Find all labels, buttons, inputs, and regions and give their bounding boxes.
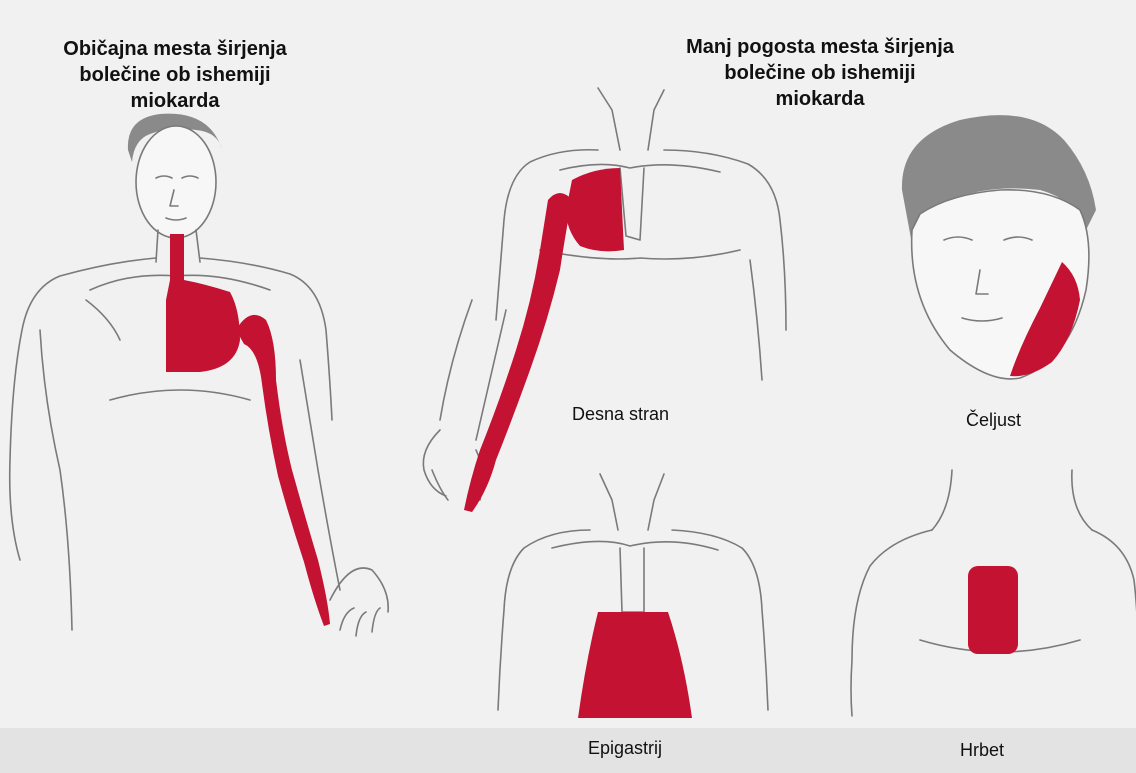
heading-common-line-2: bolečine ob ishemiji [30, 62, 320, 88]
pain-region-right-arm [464, 193, 572, 512]
label-right-side: Desna stran [572, 404, 669, 425]
heading-common-line-3: miokarda [30, 88, 320, 114]
label-jaw: Čeljust [966, 410, 1021, 431]
pain-region-back [968, 566, 1018, 654]
heading-less-common-line-2: bolečine ob ishemiji [640, 60, 1000, 86]
figure1-head [128, 114, 222, 238]
figure-back [851, 470, 1136, 716]
label-epigastric: Epigastrij [588, 738, 662, 759]
heading-common-line-1: Običajna mesta širjenja [30, 36, 320, 62]
figure-right-side [423, 88, 786, 512]
pain-region-chest-neck [166, 234, 240, 372]
heading-less-common-line-3: miokarda [640, 86, 1000, 112]
heading-less-common-sites: Manj pogosta mesta širjenja bolečine ob … [640, 34, 1000, 112]
figure-jaw [902, 115, 1096, 379]
figure-common-radiation [10, 114, 388, 636]
pain-region-right-chest [566, 168, 624, 251]
pain-region-epigastric [578, 612, 692, 718]
figure-epigastric [498, 474, 768, 718]
heading-common-sites: Običajna mesta širjenja bolečine ob ishe… [30, 36, 320, 114]
heading-less-common-line-1: Manj pogosta mesta širjenja [640, 34, 1000, 60]
pain-region-left-arm [236, 315, 330, 626]
label-back: Hrbet [960, 740, 1004, 761]
